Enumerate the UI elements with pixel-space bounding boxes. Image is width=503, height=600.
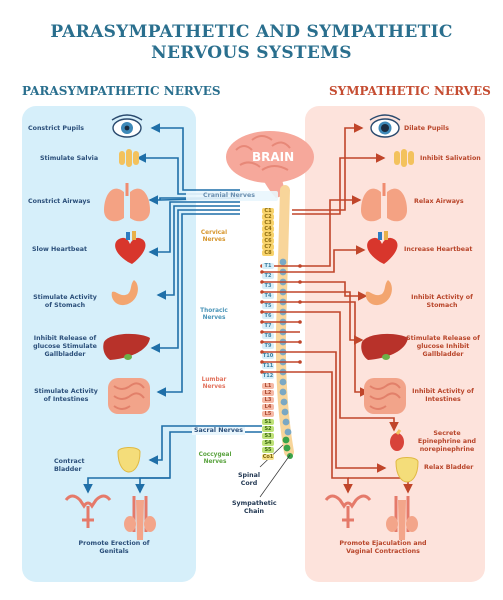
label-increase-heartbeat: Increase Heartbeat — [404, 246, 473, 253]
cranial-nerves-label: Cranial Nerves — [203, 192, 255, 199]
salivary-gland-icon-right — [394, 149, 414, 167]
label-promote-ejaculation: Promote Ejaculation and Vaginal Contract… — [339, 540, 427, 555]
vertebra: C2 — [262, 214, 274, 220]
vertebra: C7 — [262, 244, 274, 250]
label-stimulate-stomach: Stimulate Activity of Stomach — [33, 294, 97, 309]
label-constrict-airways: Constrict Airways — [28, 198, 91, 205]
vertebra: T3 — [262, 283, 274, 289]
male-reproductive-icon-right — [386, 496, 418, 540]
lumbar-nerves-label: Lumbar Nerves — [201, 377, 227, 390]
liver-icon-right — [361, 333, 408, 360]
label-constrict-pupils: Constrict Pupils — [28, 125, 85, 132]
vertebra: T11 — [262, 363, 274, 369]
label-dilate-pupils: Dilate Pupils — [404, 125, 449, 132]
liver-icon-left — [103, 333, 150, 360]
vertebra: L2 — [262, 390, 274, 396]
label-slow-heartbeat: Slow Heartbeat — [32, 246, 87, 253]
brain-label: BRAIN — [252, 150, 295, 164]
vertebra: C4 — [262, 226, 274, 232]
bladder-icon-left — [117, 447, 141, 473]
label-inhibit-intestines: Inhibit Activity of Intestines — [412, 388, 474, 403]
vertebra: T5 — [262, 303, 274, 309]
title-line2: NERVOUS SYSTEMS — [151, 43, 352, 63]
vertebra: T6 — [262, 313, 274, 319]
vertebra: T1 — [262, 263, 274, 269]
uterus-icon-right — [324, 494, 372, 528]
vertebra: T7 — [262, 323, 274, 329]
stomach-icon-right — [365, 280, 392, 306]
uterus-icon-left — [64, 494, 112, 528]
vertebra: C3 — [262, 220, 274, 226]
sympathetic-chain-label: Sympathetic Chain — [232, 500, 277, 515]
eye-icon-left — [111, 114, 143, 138]
vertebra: T10 — [262, 353, 274, 359]
vertebra: S3 — [262, 433, 274, 439]
vertebra: S5 — [262, 447, 274, 453]
male-reproductive-icon-left — [124, 496, 156, 540]
lungs-icon-right — [361, 183, 407, 222]
label-relax-airways: Relax Airways — [414, 198, 464, 205]
vertebra: C8 — [262, 250, 274, 256]
brain-icon — [226, 131, 314, 198]
stomach-icon-left — [111, 280, 138, 306]
vertebra: L5 — [262, 411, 274, 417]
sympathetic-header: SYMPATHETIC NERVES — [329, 84, 491, 98]
bladder-icon-right — [395, 457, 419, 483]
vertebra: S4 — [262, 440, 274, 446]
label-relax-bladder: Relax Bladder — [424, 464, 474, 471]
label-inhibit-stomach: Inhibit Activity of Stomach — [411, 294, 473, 309]
label-inhibit-glucose: Inhibit Release of glucose Stimulate Gal… — [33, 335, 97, 358]
spinal-cord-label: Spinal Cord — [237, 472, 261, 487]
intestines-icon-right — [364, 378, 406, 414]
vertebra: T4 — [262, 293, 274, 299]
vertebra: T2 — [262, 273, 274, 279]
sacral-nerves-label: Sacral Nerves — [192, 427, 245, 435]
salivary-gland-icon-left — [119, 149, 139, 167]
vertebra: Co1 — [262, 454, 274, 460]
parasympathetic-header: PARASYMPATHETIC NERVES — [22, 84, 221, 98]
vertebra: L3 — [262, 397, 274, 403]
title-line1: PARASYMPATHETIC AND SYMPATHETIC — [50, 22, 453, 42]
vertebra: T12 — [262, 373, 274, 379]
label-stimulate-salvia: Stimulate Salvia — [40, 155, 99, 162]
vertebra: L1 — [262, 383, 274, 389]
coccygeal-nerves-label: Coccygeal Nerves — [198, 452, 232, 465]
vertebra: T9 — [262, 343, 274, 349]
vertebra: C5 — [262, 232, 274, 238]
kidney-icon-right — [390, 429, 404, 451]
label-promote-erection: Promote Erection of Genitals — [78, 540, 150, 555]
intestines-icon-left — [108, 378, 150, 414]
label-contract-bladder: Contract Bladder — [54, 458, 85, 473]
vertebra: C6 — [262, 238, 274, 244]
thoracic-nerves-label: Thoracic Nerves — [200, 308, 228, 321]
heart-icon-right — [367, 231, 398, 264]
heart-icon-left — [115, 231, 146, 264]
vertebra: T8 — [262, 333, 274, 339]
vertebra: L4 — [262, 404, 274, 410]
label-stimulate-glucose: Stimulate Release of glucose Inhibit Gal… — [406, 335, 480, 358]
cervical-nerves-label: Cervical Nerves — [200, 230, 228, 243]
lungs-icon-left — [104, 183, 150, 222]
vertebra: S2 — [262, 426, 274, 432]
label-stimulate-intestines: Stimulate Activity of Intestines — [34, 388, 98, 403]
label-inhibit-salivation: Inhibit Salivation — [420, 155, 481, 162]
label-secrete-epinephrine: Secrete Epinephrine and norepinephrine — [417, 430, 477, 453]
eye-icon-right — [369, 114, 401, 138]
vertebra: S1 — [262, 419, 274, 425]
vertebra: C1 — [262, 208, 274, 214]
